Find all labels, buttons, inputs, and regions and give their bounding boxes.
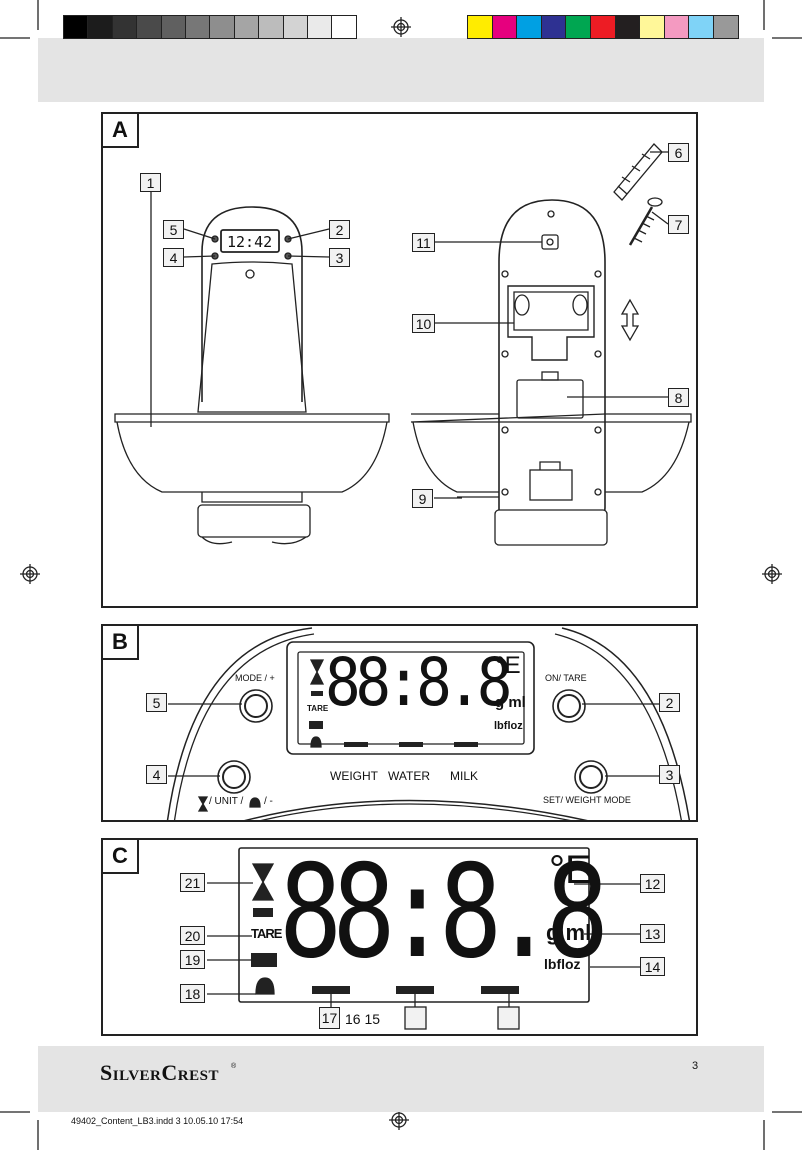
callout-6: 6: [668, 143, 689, 162]
color-swatch: [688, 15, 714, 39]
header-band: [38, 38, 764, 102]
panel-c-illustration: [207, 847, 642, 1030]
lcd-unit-lbfloz: lbfloz: [494, 720, 523, 732]
panel-label: A: [101, 112, 139, 148]
color-swatch: [516, 15, 542, 39]
callout-14: 14: [640, 957, 665, 976]
unit-label-end: / -: [264, 796, 273, 807]
callout-7: 7: [668, 215, 689, 234]
brand-logo: SilverCrest: [100, 1060, 219, 1085]
callout-12: 12: [640, 874, 665, 893]
callout-3: 3: [659, 765, 680, 784]
color-swatch: [185, 15, 211, 39]
registration-target-icon: [389, 1110, 409, 1130]
callout-9: 9: [412, 489, 433, 508]
callout-10: 10: [412, 314, 435, 333]
callout-20: 20: [180, 926, 205, 945]
callout-3: 3: [329, 248, 350, 267]
lcd-tare: TARE: [251, 926, 282, 941]
registration-target-icon: [762, 564, 782, 584]
registration-target-icon: [20, 564, 40, 584]
color-swatch: [590, 15, 616, 39]
set-weight-mode-label: SET/ WEIGHT MODE: [543, 795, 631, 805]
clock-display: 12:42: [227, 233, 273, 251]
lcd-digits: 88:8.8: [325, 644, 513, 721]
lcd-degree-e: °E: [549, 848, 592, 892]
panel-label: C: [101, 838, 139, 874]
color-swatch: [467, 15, 493, 39]
color-swatch: [639, 15, 665, 39]
callout-8: 8: [668, 388, 689, 407]
color-swatch: [663, 15, 690, 39]
callout-17: 17: [319, 1007, 340, 1029]
panel-label: B: [103, 626, 139, 660]
page-number: 3: [692, 1060, 699, 1072]
unit-label: / UNIT /: [209, 796, 244, 807]
callout-4: 4: [146, 765, 167, 784]
color-swatch: [614, 15, 641, 39]
lcd-unit-gml: g ml: [495, 694, 526, 711]
callout-5: 5: [163, 220, 184, 239]
color-swatch: [160, 15, 186, 39]
color-swatch: [331, 15, 357, 39]
color-swatch: [540, 15, 567, 39]
on-tare-label: ON/ TARE: [545, 673, 587, 683]
callout-2: 2: [329, 220, 350, 239]
registration-target-icon: [391, 17, 411, 37]
lcd-tare: TARE: [307, 704, 329, 713]
callout-19: 19: [180, 950, 205, 969]
color-swatch: [307, 15, 333, 39]
figure-panel-b: B 88:8.8 °E g ml lbfloz TARE MODE / + ON…: [101, 624, 698, 822]
color-swatch: [258, 15, 284, 39]
figure-panel-a: A: [101, 112, 698, 608]
color-swatch: [63, 15, 89, 39]
mode-milk-label: MILK: [450, 769, 479, 783]
panel-b-illustration: [166, 627, 691, 820]
color-swatch: [87, 15, 113, 39]
callout-2: 2: [659, 693, 680, 712]
footer-band: [38, 1046, 764, 1112]
callout-1: 1: [140, 173, 161, 192]
color-swatch: [282, 15, 308, 39]
callout-18: 18: [180, 984, 205, 1003]
color-swatch: [713, 15, 739, 39]
lcd-degree-e: °E: [495, 652, 521, 679]
color-swatch: [136, 15, 162, 39]
callout-4: 4: [163, 248, 184, 267]
file-slug: 49402_Content_LB3.indd 3 10.05.10 17:54: [71, 1116, 244, 1126]
color-swatch: [209, 15, 235, 39]
mode-weight-label: WEIGHT: [330, 769, 378, 783]
figure-panel-c: C 88:8.8 °E g ml lbfloz TARE 21 20 19 18…: [101, 838, 698, 1036]
callout-21: 21: [180, 873, 205, 892]
callout-5: 5: [146, 693, 167, 712]
mode-label: MODE / +: [235, 673, 275, 683]
lcd-unit-lbfloz: lbfloz: [544, 956, 581, 972]
color-swatch: [565, 15, 591, 39]
callout-11: 11: [412, 233, 435, 252]
color-swatch: [491, 15, 518, 39]
mode-water-label: WATER: [388, 769, 430, 783]
lcd-digits: 88:8.8: [279, 838, 609, 987]
color-swatch: [233, 15, 260, 39]
color-swatch: [111, 15, 138, 39]
callout-16-15: 16 15: [345, 1011, 381, 1027]
lcd-unit-gml: g ml: [546, 920, 592, 945]
callout-13: 13: [640, 924, 665, 943]
panel-a-illustration: [114, 143, 692, 546]
brand-registered-mark: ®: [231, 1063, 237, 1070]
